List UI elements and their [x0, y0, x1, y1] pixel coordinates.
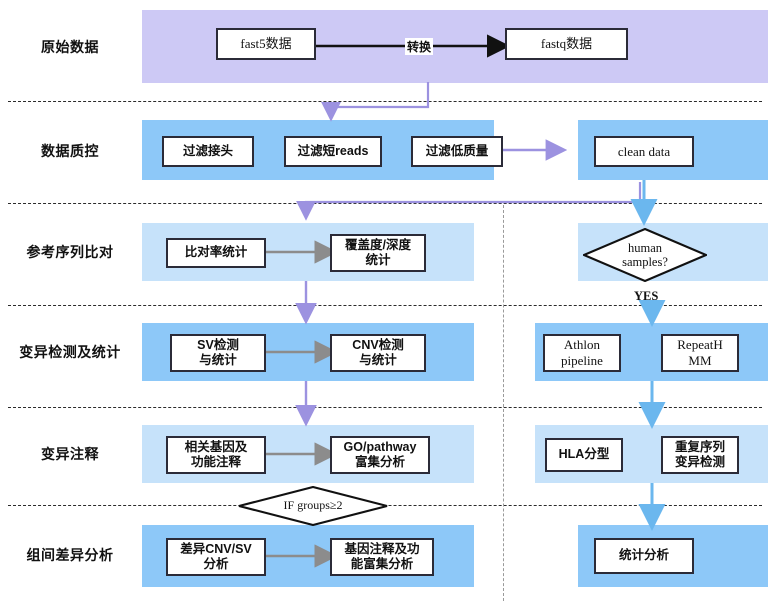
node-repeat-variant[interactable]: 重复序列 变异检测 — [661, 436, 739, 474]
separator-2 — [8, 203, 762, 204]
connector-decision-yes-to-tools — [638, 281, 666, 327]
connector-fastq-to-qc — [321, 82, 440, 122]
node-fast5[interactable]: fast5数据 — [216, 28, 316, 60]
node-athlon[interactable]: Athlon pipeline — [543, 334, 621, 372]
connector-geneannot-to-gopathway — [266, 442, 342, 466]
diamond-shape — [238, 486, 388, 526]
vertical-divider — [503, 205, 504, 601]
row-label-group-compare: 组间差异分析 — [26, 547, 114, 563]
row-label-qc: 数据质控 — [41, 143, 99, 159]
connector-hla-to-stat — [638, 483, 666, 531]
separator-3 — [8, 305, 762, 306]
node-filter-lowqual[interactable]: 过滤低质量 — [411, 136, 503, 167]
node-coverage-depth[interactable]: 覆盖度/深度 统计 — [330, 234, 426, 272]
connector-diffcnv-to-geneenrich — [266, 544, 342, 568]
connector-clean-data-to-alignment — [296, 180, 645, 225]
edge-label-yes: YES — [634, 289, 659, 303]
connector-filters-to-clean-data — [502, 139, 572, 161]
node-cnv-detect[interactable]: CNV检测 与统计 — [330, 334, 426, 372]
row-label-variant-calling: 变异检测及统计 — [19, 344, 121, 360]
connector-variant-to-annotation — [295, 381, 317, 427]
decision-if-groups-label: IF groups≥2 — [283, 498, 343, 513]
connector-alignment-to-variant — [295, 281, 317, 325]
connector-tools-to-hla — [638, 381, 666, 429]
separator-4 — [8, 407, 762, 408]
node-filter-short[interactable]: 过滤短reads — [284, 136, 382, 167]
row-label-annotation: 变异注释 — [41, 446, 99, 462]
diamond-shape — [583, 228, 707, 282]
separator-1 — [8, 101, 762, 102]
node-diff-cnvsv[interactable]: 差异CNV/SV 分析 — [166, 538, 266, 576]
node-stat-analysis[interactable]: 统计分析 — [594, 538, 694, 574]
node-gene-enrich[interactable]: 基因注释及功 能富集分析 — [330, 538, 434, 576]
connector-sv-to-cnv — [266, 340, 342, 364]
edge-label-convert: 转换 — [405, 38, 434, 55]
row-label-raw-data: 原始数据 — [41, 39, 99, 55]
node-clean-data[interactable]: clean data — [594, 136, 694, 167]
node-gene-annot[interactable]: 相关基因及 功能注释 — [166, 436, 266, 474]
node-hla-typing[interactable]: HLA分型 — [545, 438, 623, 472]
node-filter-adapter[interactable]: 过滤接头 — [162, 136, 254, 167]
row-label-alignment: 参考序列比对 — [26, 244, 114, 260]
decision-if-groups[interactable]: IF groups≥2 — [238, 486, 388, 526]
node-sv-detect[interactable]: SV检测 与统计 — [170, 334, 266, 372]
connector-maprate-to-coverage — [266, 240, 342, 264]
decision-human-samples-label: human samples? — [622, 240, 668, 269]
node-go-pathway[interactable]: GO/pathway 富集分析 — [330, 436, 430, 474]
node-fastq[interactable]: fastq数据 — [505, 28, 628, 60]
node-map-rate[interactable]: 比对率统计 — [166, 238, 266, 268]
node-repeathmm[interactable]: RepeatH MM — [661, 334, 739, 372]
connector-clean-data-to-decision — [630, 180, 658, 226]
decision-human-samples[interactable]: human samples? — [583, 228, 707, 282]
